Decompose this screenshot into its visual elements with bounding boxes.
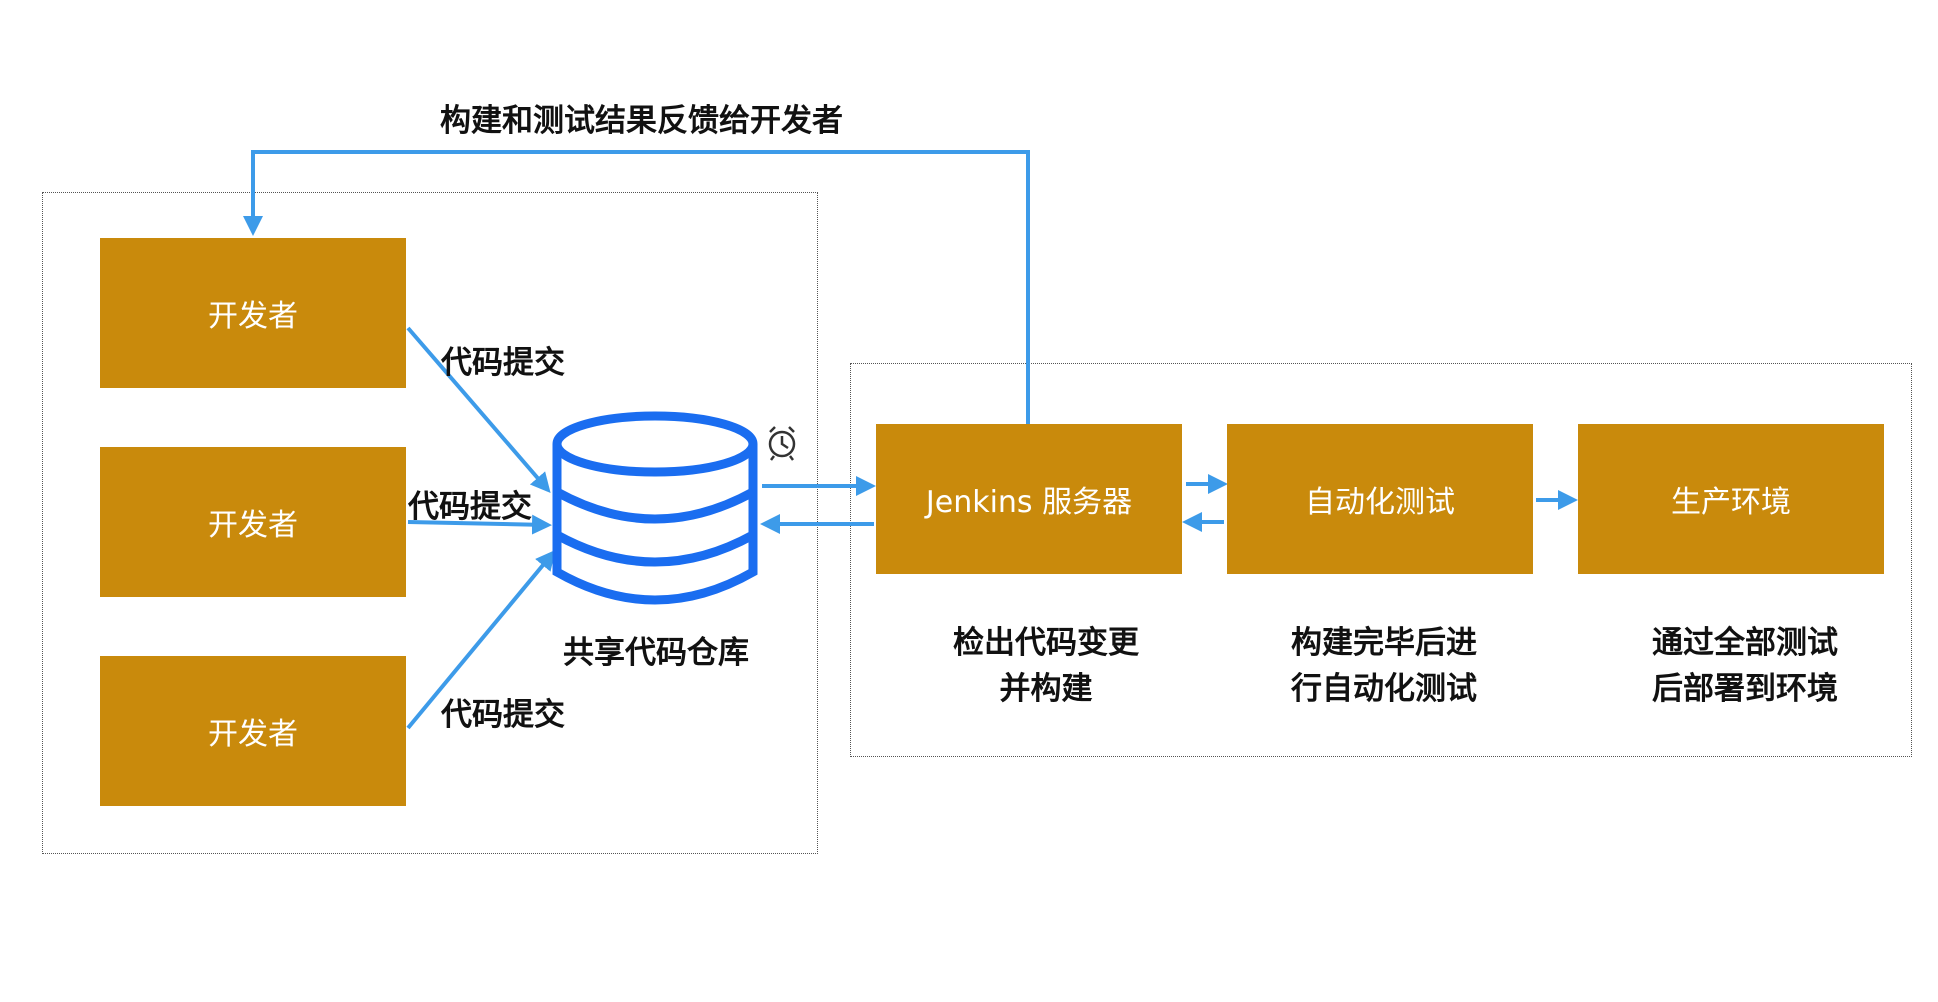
production-caption-line-1: 通过全部测试: [1652, 625, 1838, 661]
feedback-label: 构建和测试结果反馈给开发者: [440, 103, 843, 139]
production-caption: 通过全部测试 后部署到环境: [1615, 620, 1875, 712]
test-caption-line-1: 构建完毕后进: [1291, 625, 1477, 661]
production-caption-line-2: 后部署到环境: [1652, 671, 1838, 707]
commit-arrow-3: [406, 549, 556, 730]
commit-arrow-2: [407, 514, 552, 535]
jenkins-caption: 检出代码变更 并构建: [916, 620, 1176, 712]
test-caption: 构建完毕后进 行自动化测试: [1254, 620, 1514, 712]
developer-box-2: 开发者: [100, 447, 406, 597]
commit-label-3: 代码提交: [441, 697, 565, 733]
developer-box-1: 开发者: [100, 238, 406, 388]
production-box: 生产环境: [1578, 424, 1884, 574]
commit-label-1: 代码提交: [441, 345, 565, 381]
jenkins-caption-line-1: 检出代码变更: [953, 625, 1139, 661]
developer-box-3: 开发者: [100, 656, 406, 806]
test-caption-line-2: 行自动化测试: [1291, 671, 1477, 707]
jenkins-caption-line-2: 并构建: [999, 671, 1093, 707]
alarm-clock-icon: [768, 426, 796, 461]
feedback-arrow: [243, 150, 1030, 424]
automated-test-box: 自动化测试: [1227, 424, 1533, 574]
commit-arrow-1: [406, 326, 551, 494]
jenkins-server-box: Jenkins 服务器: [876, 424, 1182, 574]
pipeline-group-frame: [850, 363, 1912, 757]
repository-label: 共享代码仓库: [563, 635, 749, 671]
database-icon: [552, 411, 758, 605]
commit-label-2: 代码提交: [408, 489, 532, 525]
